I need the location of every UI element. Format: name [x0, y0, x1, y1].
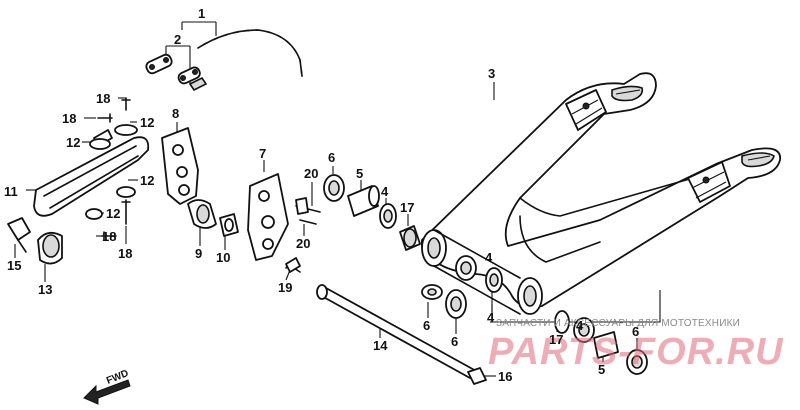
callout-17: 17: [549, 332, 563, 347]
chain-guide-bracket: [161, 127, 239, 237]
callout-labels: 1 2 3 4 4 4 4 5 5 6 6 6 6 7 8 9 10 11 12…: [4, 6, 639, 384]
callout-20: 20: [304, 166, 318, 181]
callout-18: 18: [118, 246, 132, 261]
callout-12: 12: [140, 173, 154, 188]
upper-pivot-stack: [323, 174, 421, 251]
swing-arm: [420, 72, 781, 315]
lower-pivot-stack: [554, 310, 648, 375]
callout-18: 18: [62, 111, 76, 126]
callout-3: 3: [488, 66, 495, 81]
watermark: ЗАПЧАСТИ И АКСЕССУАРЫ ДЛЯ МОТОТЕХНИКИ PA…: [488, 318, 784, 373]
callout-4: 4: [487, 310, 495, 325]
callout-16: 16: [498, 369, 512, 384]
callout-6: 6: [451, 334, 458, 349]
callout-6: 6: [632, 324, 639, 339]
watermark-brand: PARTS-FOR.RU: [488, 331, 784, 373]
callout-9: 9: [195, 246, 202, 261]
callout-4: 4: [485, 250, 493, 265]
callout-8: 8: [172, 106, 179, 121]
callout-18: 18: [102, 229, 116, 244]
callout-6: 6: [423, 318, 430, 333]
callout-10: 10: [216, 250, 230, 265]
callout-7: 7: [259, 146, 266, 161]
watermark-tagline: ЗАПЧАСТИ И АКСЕССУАРЫ ДЛЯ МОТОТЕХНИКИ: [496, 318, 740, 329]
drive-chain: [145, 27, 304, 92]
slider-pin-and-roller: [7, 217, 63, 265]
callout-17: 17: [400, 200, 414, 215]
callout-4: 4: [381, 184, 389, 199]
callout-2: 2: [174, 32, 181, 47]
callout-19: 19: [278, 280, 292, 295]
callout-12: 12: [66, 135, 80, 150]
callout-18: 18: [96, 91, 110, 106]
middle-pivot-stack: [455, 255, 503, 293]
pivot-shaft: [316, 284, 487, 385]
callout-13: 13: [38, 282, 52, 297]
callout-6: 6: [328, 150, 335, 165]
callout-15: 15: [7, 258, 21, 273]
callout-20: 20: [296, 236, 310, 251]
forward-arrow-icon: FWD: [83, 368, 131, 405]
callout-5: 5: [356, 166, 363, 181]
callout-12: 12: [106, 206, 120, 221]
callout-12: 12: [140, 115, 154, 130]
torque-link-bracket: [247, 173, 321, 273]
callout-4: 4: [576, 318, 584, 333]
callout-14: 14: [373, 338, 388, 353]
callout-1: 1: [198, 6, 205, 21]
callout-5: 5: [598, 362, 605, 377]
chain-slider: [33, 97, 150, 241]
callout-11: 11: [4, 184, 18, 199]
